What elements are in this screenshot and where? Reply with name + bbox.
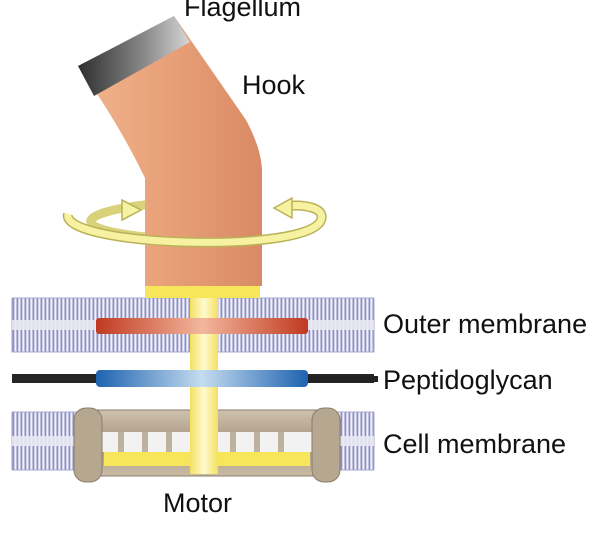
label-peptidoglycan: Peptidoglycan [383,365,553,395]
peptidoglycan-ring [96,370,308,387]
hook-base-ring [145,284,260,298]
hook [78,16,262,286]
label-hook: Hook [242,70,306,100]
label-flagellum: Flagellum [184,0,302,22]
label-motor: Motor [163,488,233,518]
label-outer-membrane: Outer membrane [383,309,588,339]
label-cell-membrane: Cell membrane [383,429,567,459]
curved-rotation-arrow-icon [63,196,327,248]
flagellum [78,16,190,96]
outer-membrane-ring [96,318,308,334]
